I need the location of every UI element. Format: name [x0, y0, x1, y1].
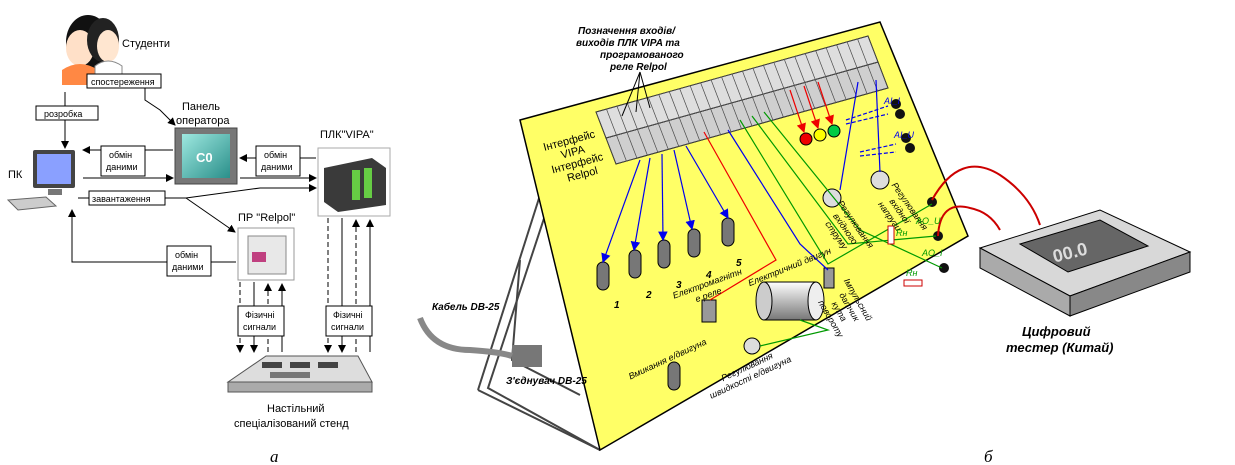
motor-switch-icon[interactable]: [668, 362, 680, 390]
stand-label-1: Настільний: [267, 403, 325, 415]
rn-resistor-2-icon: [904, 280, 922, 286]
tester-label-2: тестер (Китай): [1006, 340, 1114, 355]
switch-2-icon[interactable]: [629, 250, 641, 278]
exchange-3-line1: обмін: [175, 250, 198, 260]
speed-knob-icon[interactable]: [744, 338, 760, 354]
relay-block-icon: [702, 300, 716, 322]
signals-2-line2: сигнали: [331, 322, 364, 332]
ai-i-label: AI_I: [883, 96, 901, 106]
switch-5-icon[interactable]: [722, 218, 734, 246]
switch-3-icon[interactable]: [658, 240, 670, 268]
rn-label-2: Rн: [906, 268, 917, 278]
caption-b: б: [984, 447, 993, 465]
io-note-2: виходів ПЛК VIPA та: [576, 38, 680, 49]
relay-label: ПР "Relpol": [238, 212, 295, 224]
stand-icon: [228, 356, 372, 392]
switch-1-icon[interactable]: [597, 262, 609, 290]
signals-2-line1: Фізичні: [333, 310, 363, 320]
digital-tester-icon: 00.0: [980, 210, 1190, 316]
ao-u-label: AO_U: [915, 216, 941, 226]
db25-connector-icon: [512, 345, 542, 367]
io-note: Позначення входів/ виходів ПЛК VIPA та п…: [576, 26, 684, 73]
development-label: розробка: [44, 109, 82, 119]
tester-label-1: Цифровий: [1022, 324, 1091, 339]
rn-label-1: Rн: [896, 228, 907, 238]
loading-label: завантаження: [92, 194, 151, 204]
operator-panel-label-1: Панель: [182, 101, 220, 113]
students-label: Студенти: [122, 38, 170, 50]
stand-label-2: спеціалізований стенд: [234, 418, 349, 430]
switch-2-label: 2: [645, 290, 652, 301]
ai-u-label: AI_U: [893, 130, 915, 140]
exchange-1-line2: даними: [106, 162, 137, 172]
exchange-3-line2: даними: [172, 262, 203, 272]
observation-label: спостереження: [91, 77, 155, 87]
green-lamp-icon: [828, 125, 840, 137]
io-note-1: Позначення входів/: [578, 26, 676, 37]
operator-panel-label-2: оператора: [176, 115, 230, 127]
caption-a: а: [270, 447, 279, 465]
cable-label: Кабель DB-25: [432, 301, 500, 313]
switch-4-icon[interactable]: [688, 229, 700, 257]
right-diagram: 00.0 Позначення входів/ виходів ПЛК VIPA…: [420, 22, 1190, 465]
io-note-3: програмованого: [600, 50, 684, 61]
exchange-1-line1: обмін: [109, 150, 132, 160]
exchange-2-line1: обмін: [264, 150, 287, 160]
panel-screen-text: C0: [196, 150, 213, 165]
signals-1-line1: Фізичні: [245, 310, 275, 320]
io-note-4: реле Relpol: [609, 62, 667, 73]
connector-label: З'єднувач DB-25: [506, 376, 587, 387]
operator-panel-icon: C0: [175, 128, 237, 184]
yellow-lamp-icon: [814, 129, 826, 141]
left-diagram: Студенти ПК C0 Панель оператора ПЛК"VIPA…: [8, 15, 390, 465]
pc-label: ПК: [8, 169, 23, 181]
plc-vipa-icon: [318, 148, 390, 216]
ao-i-label: AO_I: [921, 248, 943, 258]
plc-label: ПЛК"VIPA": [320, 129, 374, 141]
exchange-2-line2: даними: [261, 162, 292, 172]
signals-1-line2: сигнали: [243, 322, 276, 332]
relay-relpol-icon: [238, 228, 294, 280]
switch-1-label: 1: [614, 300, 620, 311]
red-lamp-icon: [800, 133, 812, 145]
voltage-knob-icon[interactable]: [871, 171, 889, 189]
